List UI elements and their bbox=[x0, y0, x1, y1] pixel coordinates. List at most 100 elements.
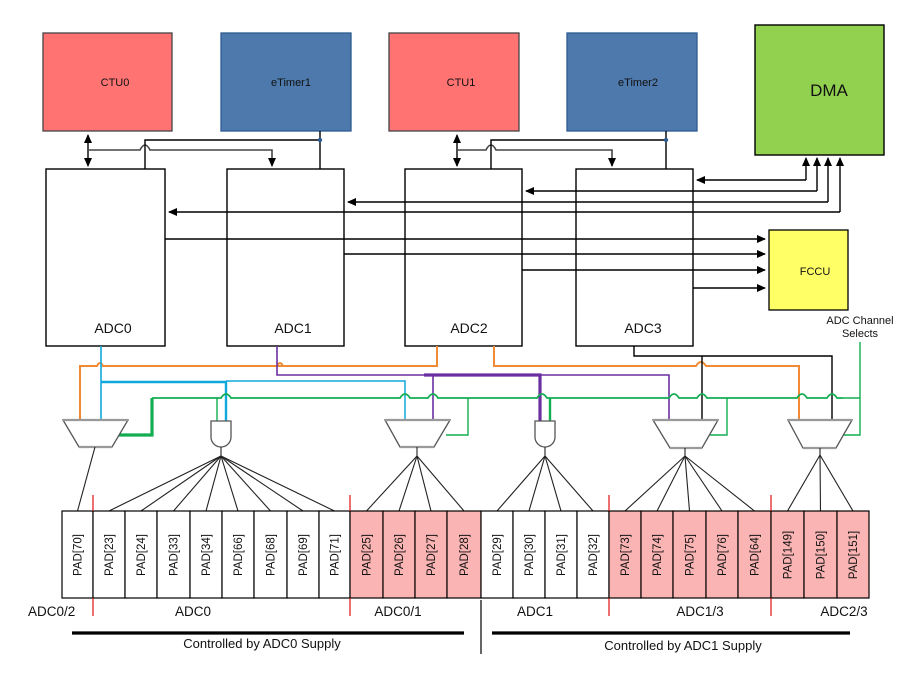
pad-cell: PAD[73] bbox=[609, 511, 641, 598]
mux-3 bbox=[788, 420, 852, 448]
pad-label: PAD[34] bbox=[201, 534, 213, 576]
pad-label: PAD[73] bbox=[620, 534, 632, 576]
pad-group-adc1-3: ADC1/3 bbox=[676, 604, 723, 619]
etimer2-junction bbox=[664, 138, 668, 142]
fanout-line bbox=[399, 456, 417, 511]
ctu0-block: CTU0 bbox=[43, 33, 172, 131]
pad-label: PAD[64] bbox=[750, 534, 762, 576]
pad-cell: PAD[75] bbox=[673, 511, 706, 598]
pad-label: PAD[149] bbox=[783, 531, 795, 579]
etimer2-block: eTimer2 bbox=[567, 33, 697, 131]
fanout-line bbox=[109, 456, 221, 511]
pad-label: PAD[31] bbox=[556, 534, 568, 576]
pad-label: PAD[151] bbox=[848, 531, 860, 579]
fanout-line bbox=[529, 456, 545, 511]
fanout-line bbox=[78, 447, 96, 511]
adc3-wire bbox=[634, 346, 832, 420]
pad-cell: PAD[23] bbox=[93, 511, 125, 598]
ctu1-label: CTU1 bbox=[447, 77, 476, 89]
fanout-line bbox=[221, 456, 271, 511]
fanout-line bbox=[657, 456, 685, 511]
fanout-line bbox=[545, 456, 561, 511]
pad-group-adc0-1: ADC0/1 bbox=[374, 604, 421, 619]
pad-label: PAD[30] bbox=[524, 534, 536, 576]
etimer1-junction bbox=[318, 138, 322, 142]
adc2-block: ADC2 bbox=[405, 169, 522, 346]
adc0-block: ADC0 bbox=[46, 169, 165, 346]
pad-label: PAD[76] bbox=[717, 534, 729, 576]
adc0-wire-and bbox=[101, 382, 226, 421]
and-gate-0 bbox=[211, 421, 231, 447]
etimer1-block: eTimer1 bbox=[221, 33, 351, 131]
dma-block: DMA bbox=[755, 25, 884, 155]
pad-group-adc0-2: ADC0/2 bbox=[28, 604, 75, 619]
fccu-block: FCCU bbox=[769, 230, 848, 310]
pad-cell: PAD[69] bbox=[287, 511, 319, 598]
etimer1-label: eTimer1 bbox=[271, 77, 311, 89]
pad-label: PAD[150] bbox=[816, 531, 828, 579]
fanout-line bbox=[221, 456, 335, 511]
pad-group-adc1: ADC1 bbox=[517, 604, 553, 619]
pad-label: PAD[70] bbox=[73, 534, 85, 576]
pad-cell: PAD[151] bbox=[837, 511, 869, 598]
fanout-line bbox=[221, 456, 238, 511]
etimer2-adc2-wire bbox=[491, 140, 666, 169]
ctu0-label: CTU0 bbox=[101, 77, 130, 89]
pad-label: PAD[71] bbox=[330, 534, 342, 576]
pad-label: PAD[26] bbox=[394, 534, 406, 576]
pad-label: PAD[27] bbox=[426, 534, 438, 576]
pad-cell: PAD[33] bbox=[157, 511, 190, 598]
and-gate-1 bbox=[535, 421, 555, 447]
pad-label: PAD[66] bbox=[233, 534, 245, 576]
dma-wiring bbox=[169, 158, 840, 212]
adc1-block: ADC1 bbox=[227, 169, 344, 346]
adc-channel-wiring bbox=[80, 342, 860, 435]
adc0-label: ADC0 bbox=[94, 320, 132, 336]
pad-label: PAD[25] bbox=[362, 534, 374, 576]
pad-label: PAD[24] bbox=[136, 534, 148, 576]
adc3-block: ADC3 bbox=[576, 169, 693, 346]
trigger-wiring bbox=[88, 131, 668, 169]
fanout-line bbox=[820, 455, 821, 511]
channel-select-mux1 bbox=[446, 398, 468, 435]
pad-label: PAD[69] bbox=[298, 534, 310, 576]
adc3-label: ADC3 bbox=[624, 320, 662, 336]
pad-cell: PAD[71] bbox=[319, 511, 350, 598]
fanout-line bbox=[221, 456, 303, 511]
pad-cell: PAD[70] bbox=[62, 511, 93, 598]
pad-cell: PAD[74] bbox=[641, 511, 673, 598]
channel-selects-label-1: ADC Channel bbox=[826, 315, 893, 327]
adc1-wire bbox=[277, 346, 424, 375]
mux-1 bbox=[385, 420, 450, 447]
adc0-supply-label: Controlled by ADC0 Supply bbox=[183, 636, 341, 651]
pad-label: PAD[33] bbox=[169, 534, 181, 576]
pad-group-adc2-3: ADC2/3 bbox=[820, 604, 867, 619]
pad-cell: PAD[32] bbox=[577, 511, 609, 598]
pad-cell: PAD[27] bbox=[415, 511, 447, 598]
pad-label: PAD[68] bbox=[266, 534, 278, 576]
mux-2 bbox=[653, 420, 718, 448]
fanout-line bbox=[685, 456, 755, 511]
ctu1-adc3-arrow bbox=[457, 145, 612, 166]
adc2-label: ADC2 bbox=[450, 320, 488, 336]
pad-cell: PAD[28] bbox=[447, 511, 481, 598]
fccu-wiring bbox=[165, 239, 765, 288]
fanout-line bbox=[367, 456, 418, 511]
fanout-line bbox=[788, 455, 821, 511]
pad-fanout-lines bbox=[78, 447, 854, 511]
pad-cell: PAD[29] bbox=[481, 511, 513, 598]
pad-cell: PAD[149] bbox=[771, 511, 804, 598]
pad-cell: PAD[64] bbox=[738, 511, 771, 598]
pad-label: PAD[32] bbox=[588, 534, 600, 576]
dma-label: DMA bbox=[810, 81, 848, 100]
ctu0-adc1-arrow bbox=[88, 145, 272, 166]
fanout-line bbox=[545, 456, 593, 511]
pad-cell: PAD[30] bbox=[513, 511, 545, 598]
pad-label: PAD[29] bbox=[492, 534, 504, 576]
fanout-line bbox=[685, 456, 722, 511]
pad-label: PAD[28] bbox=[459, 534, 471, 576]
pad-label: PAD[75] bbox=[685, 534, 697, 576]
channel-select-bus bbox=[152, 394, 843, 398]
pad-cell: PAD[31] bbox=[545, 511, 577, 598]
